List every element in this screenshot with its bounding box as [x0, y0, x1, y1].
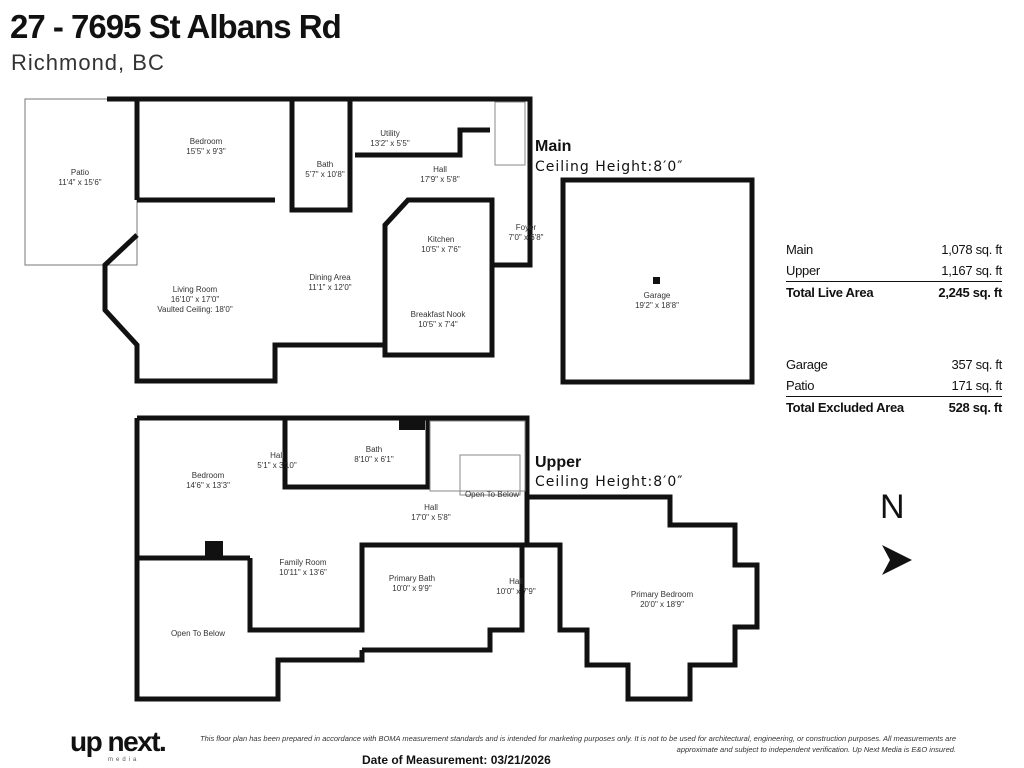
upper-floor-walls: [134, 415, 760, 702]
property-city: Richmond, BC: [11, 50, 165, 75]
chimney-block: [205, 541, 223, 558]
room-open-to-below: Open To Below: [170, 629, 226, 638]
compass-north-label: N: [880, 488, 905, 526]
disclaimer-text: This floor plan has been prepared in acc…: [200, 734, 956, 754]
stairs: [429, 101, 526, 496]
wall-block: [399, 418, 425, 430]
main-floor-label: Main: [535, 138, 572, 155]
logo-subtext: media: [108, 757, 140, 763]
main-ceiling-height: Ceiling Height:8′0″: [535, 159, 684, 175]
measurement-date: Date of Measurement: 03/21/2026: [362, 753, 551, 767]
north-arrow-icon: [882, 545, 912, 575]
up-next-media-logo: up next.: [70, 726, 167, 757]
property-address: 27 - 7695 St Albans Rd: [10, 8, 342, 45]
upper-floor-label: Upper: [535, 454, 582, 471]
main-floor-walls: [24, 96, 755, 385]
garage-marker: [653, 277, 660, 284]
upper-ceiling-height: Ceiling Height:8′0″: [535, 474, 684, 490]
room-stairs-open-to-below: Open To Below: [464, 490, 520, 499]
